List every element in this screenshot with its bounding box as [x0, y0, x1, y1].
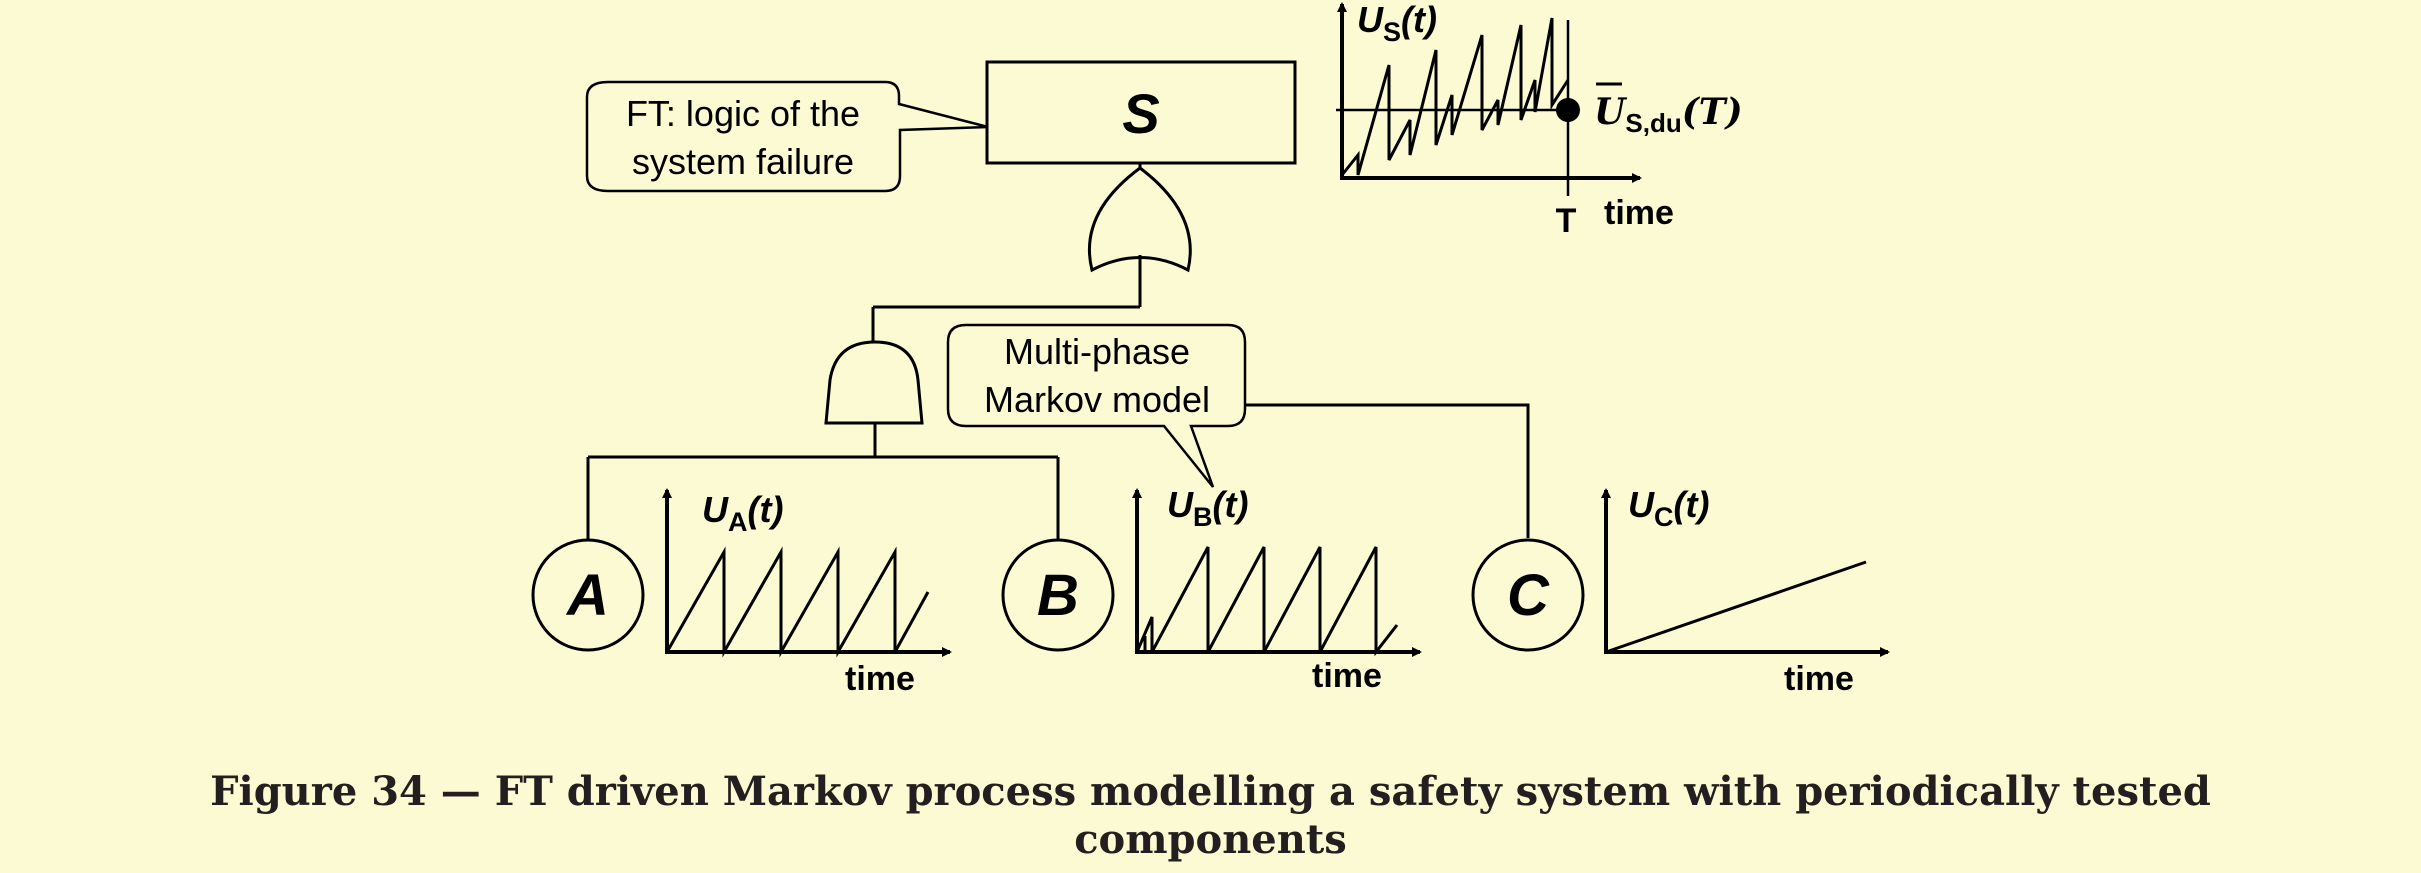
markov-callout-line2: Markov model [984, 379, 1210, 420]
plot-system-xlabel: time [1604, 194, 1674, 232]
figure-caption-line1: Figure 34 — FT driven Markov process mod… [210, 768, 2211, 815]
ft-callout-line2: system failure [632, 141, 854, 182]
top-event-label: S [1122, 82, 1159, 145]
plot-c: UC(t) time [1601, 484, 1890, 698]
plot-a-ylabel: UA(t) [702, 489, 783, 537]
figure-caption-line2: components [1074, 816, 1347, 863]
plot-c-xlabel: time [1784, 660, 1854, 698]
ft-callout-bubble [585, 80, 989, 193]
plot-b-xlabel: time [1312, 657, 1382, 695]
plot-system-curve [1340, 17, 1570, 176]
plot-a-sawtooth [665, 546, 930, 658]
plot-b-ylabel: UB(t) [1167, 484, 1248, 532]
basic-event-c-label: C [1507, 563, 1550, 628]
plot-c-ylabel: UC(t) [1628, 484, 1709, 532]
or-gate [1087, 166, 1192, 273]
markov-callout-line1: Multi-phase [1004, 331, 1190, 372]
plot-b: UB(t) time [1132, 484, 1422, 695]
plot-system-average-label: US,du(T) [1594, 91, 1743, 138]
basic-event-a [531, 538, 645, 652]
basic-event-a-label: A [565, 563, 609, 628]
and-gate [824, 340, 924, 425]
basic-event-c [1471, 538, 1585, 652]
plot-system-ylabel: US(t) [1357, 0, 1437, 47]
plot-system-tick-label: T [1556, 202, 1577, 240]
basic-event-b-label: B [1037, 563, 1079, 628]
connector-c [1245, 403, 1530, 538]
plot-a-xlabel: time [845, 660, 915, 698]
basic-event-b [1001, 538, 1115, 652]
plot-a: UA(t) time [662, 488, 952, 698]
markov-callout-bubble [946, 323, 1247, 488]
figure-caption: Figure 34 — FT driven Markov process mod… [0, 768, 2421, 864]
plot-c-line [1605, 560, 1867, 654]
plot-b-sawtooth [1135, 546, 1399, 657]
ft-callout-line1: FT: logic of the [626, 93, 860, 134]
plot-system: US(t) US,du(T) T time [1336, 0, 1743, 240]
plot-system-average-point [1556, 98, 1580, 122]
